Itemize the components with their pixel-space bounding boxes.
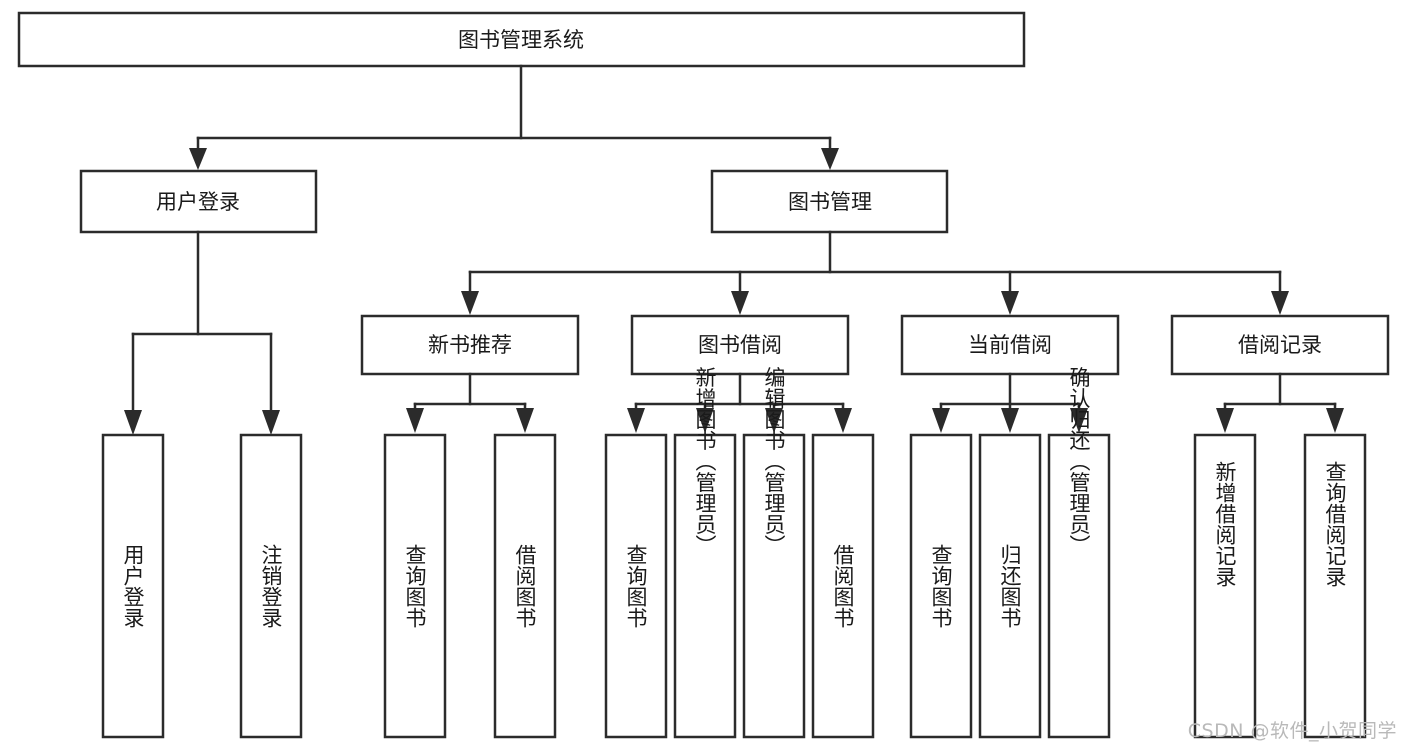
leaf-book-borrow-2-box[interactable] — [673, 433, 737, 739]
leaf-book-borrow-3[interactable]: 编辑图书（管理员） — [742, 367, 806, 739]
leaf-current-borrow-1[interactable]: 查询图书 — [909, 433, 973, 739]
leaf-user-login-2-box[interactable] — [239, 433, 303, 739]
arrowhead-currentborrow-leaf-2 — [1001, 408, 1019, 433]
node-borrow-records-box[interactable] — [1170, 314, 1390, 376]
leaf-borrow-records-1-label: 新增借阅记录 — [1213, 461, 1237, 587]
leaf-current-borrow-2[interactable]: 归还图书 — [978, 433, 1042, 739]
node-user-login-label: 用户登录 — [156, 190, 240, 214]
leaf-current-borrow-2-box[interactable] — [978, 433, 1042, 739]
leaf-user-login-2[interactable]: 注销登录 — [239, 433, 303, 739]
arrowhead-bookmgmt — [821, 148, 839, 170]
arrowhead-borrow-records — [1271, 291, 1289, 315]
leaf-book-borrow-1[interactable]: 查询图书 — [604, 433, 668, 739]
leaf-book-borrow-4[interactable]: 借阅图书 — [811, 433, 875, 739]
leaf-borrow-records-1-box[interactable] — [1193, 433, 1257, 739]
leaf-current-borrow-3-label: 确认归还（管理员） — [1067, 367, 1091, 556]
node-current-borrow[interactable]: 当前借阅 — [900, 314, 1120, 376]
leaf-book-borrow-3-box[interactable] — [742, 433, 806, 739]
leaf-user-login-1-label: 用户登录 — [121, 544, 145, 628]
leaf-new-book-2-box[interactable] — [493, 433, 557, 739]
arrowhead-login-leaf-1 — [124, 410, 142, 435]
leaf-borrow-records-2-label: 查询借阅记录 — [1323, 461, 1347, 587]
node-current-borrow-label: 当前借阅 — [968, 333, 1052, 357]
arrowhead-currentborrow-leaf-3 — [1070, 408, 1088, 433]
leaf-current-borrow-1-label: 查询图书 — [929, 544, 953, 628]
leaf-new-book-2[interactable]: 借阅图书 — [493, 433, 557, 739]
leaf-user-login-1-box[interactable] — [101, 433, 165, 739]
leaf-user-login-2-label: 注销登录 — [259, 544, 283, 628]
leaf-borrow-records-2-box[interactable] — [1303, 433, 1367, 739]
leaf-current-borrow-2-label: 归还图书 — [998, 544, 1022, 628]
node-new-book-recommend-label: 新书推荐 — [428, 333, 512, 357]
arrowhead-new-book — [461, 291, 479, 315]
node-borrow-records[interactable]: 借阅记录 — [1170, 314, 1390, 376]
leaf-user-login-1[interactable]: 用户登录 — [101, 433, 165, 739]
leaf-book-borrow-2[interactable]: 新增图书（管理员） — [673, 367, 737, 739]
arrowhead-bookborrow-leaf-2 — [696, 408, 714, 433]
arrowhead-newbook-leaf-2 — [516, 408, 534, 433]
leaf-book-borrow-4-label: 借阅图书 — [831, 544, 855, 628]
arrowhead-bookborrow-leaf-1 — [627, 408, 645, 433]
leaf-current-borrow-1-box[interactable] — [909, 433, 973, 739]
node-borrow-records-label: 借阅记录 — [1238, 333, 1322, 357]
node-new-book-recommend-box[interactable] — [360, 314, 580, 376]
leaf-book-borrow-3-label: 编辑图书（管理员） — [762, 367, 786, 556]
arrowhead-login — [189, 148, 207, 170]
node-user-login[interactable]: 用户登录 — [79, 169, 318, 234]
leaf-book-borrow-1-box[interactable] — [604, 433, 668, 739]
node-book-borrow-box[interactable] — [630, 314, 850, 376]
node-book-management[interactable]: 图书管理 — [710, 169, 949, 234]
arrowhead-bookborrow-leaf-3 — [765, 408, 783, 433]
leaf-book-borrow-1-label: 查询图书 — [624, 544, 648, 628]
leaf-current-borrow-3-box[interactable] — [1047, 433, 1111, 739]
node-root-box[interactable] — [17, 11, 1026, 68]
node-book-management-box[interactable] — [710, 169, 949, 234]
leaf-book-borrow-2-label: 新增图书（管理员） — [693, 367, 717, 556]
arrowhead-current-borrow — [1001, 291, 1019, 315]
arrowhead-borrowrecords-leaf-1 — [1216, 408, 1234, 433]
arrowhead-newbook-leaf-1 — [406, 408, 424, 433]
leaf-new-book-1-label: 查询图书 — [403, 544, 427, 628]
arrowhead-borrowrecords-leaf-2 — [1326, 408, 1344, 433]
leaf-new-book-1-box[interactable] — [383, 433, 447, 739]
node-book-borrow-label: 图书借阅 — [698, 333, 782, 357]
leaf-current-borrow-3[interactable]: 确认归还（管理员） — [1047, 367, 1111, 739]
arrowhead-book-borrow — [731, 291, 749, 315]
leaf-new-book-1[interactable]: 查询图书 — [383, 433, 447, 739]
leaf-book-borrow-4-box[interactable] — [811, 433, 875, 739]
node-book-borrow[interactable]: 图书借阅 — [630, 314, 850, 376]
node-book-management-label: 图书管理 — [788, 190, 872, 214]
arrowhead-currentborrow-leaf-1 — [932, 408, 950, 433]
leaf-new-book-2-label: 借阅图书 — [513, 544, 537, 628]
arrowhead-login-leaf-2 — [262, 410, 280, 435]
leaf-borrow-records-2[interactable]: 查询借阅记录 — [1303, 433, 1367, 739]
node-root-label: 图书管理系统 — [458, 28, 584, 52]
leaf-borrow-records-1[interactable]: 新增借阅记录 — [1193, 433, 1257, 739]
node-new-book-recommend[interactable]: 新书推荐 — [360, 314, 580, 376]
arrowhead-bookborrow-leaf-4 — [834, 408, 852, 433]
node-root[interactable]: 图书管理系统 — [17, 11, 1026, 68]
node-current-borrow-box[interactable] — [900, 314, 1120, 376]
